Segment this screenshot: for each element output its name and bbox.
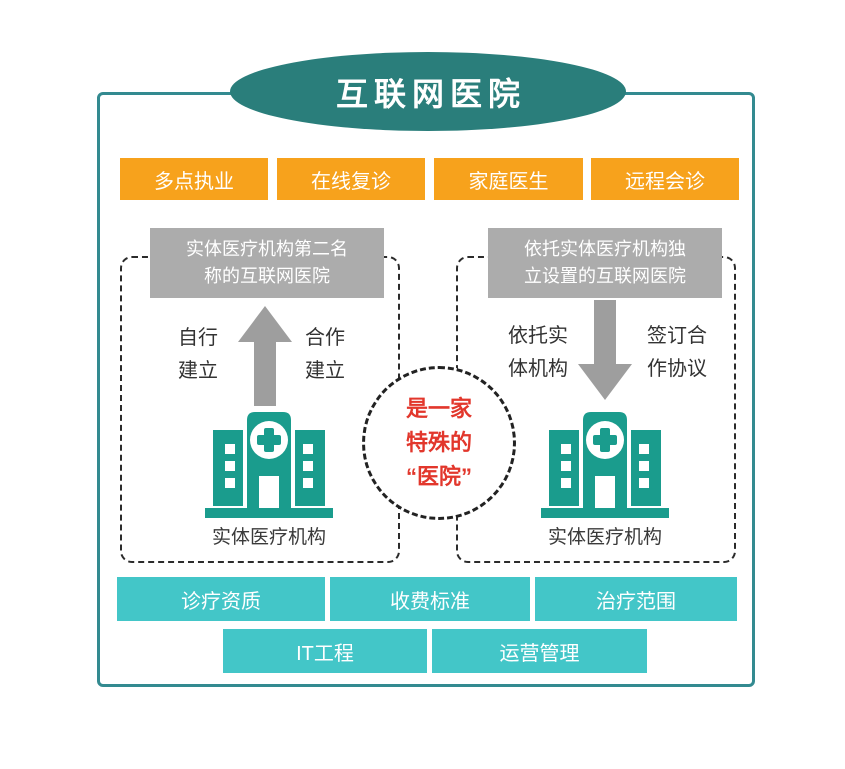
req-label: 收费标准 [390,590,470,613]
right-branch-header-text: 依托实体医疗机构独立设置的互联网医院 [524,239,686,286]
tag-label: 多点执业 [154,170,234,193]
tag-family-doctor: 家庭医生 [434,158,583,200]
req-label: IT工程 [296,642,354,665]
center-note-line: 特殊的 [405,429,472,455]
req-label: 诊疗资质 [181,590,261,613]
tag-label: 远程会诊 [625,170,705,193]
left-entity-label: 实体医疗机构 [211,527,326,548]
left-branch-right-label: 合作建立 [305,327,345,382]
right-entity-label: 实体医疗机构 [547,527,662,548]
center-note-line: “医院” [405,464,472,490]
tag-label: 在线复诊 [311,170,391,193]
req-label: 运营管理 [499,642,580,665]
tag-label: 家庭医生 [468,170,549,193]
tag-online-follow-up: 在线复诊 [277,158,425,200]
center-note-circle: 是一家 特殊的 “医院” [362,366,516,520]
req-operation-management: 运营管理 [432,629,647,673]
left-branch-header-text: 实体医疗机构第二名称的互联网医院 [186,239,348,286]
center-note-line: 是一家 [405,395,472,421]
hospital-icon [541,412,669,518]
left-branch-header: 实体医疗机构第二名称的互联网医院 [150,228,384,298]
right-branch-right-label: 签订合作协议 [647,325,707,380]
title-ellipse: 互联网医院 [230,52,626,131]
req-it-engineering: IT工程 [223,629,427,673]
req-treatment-scope: 治疗范围 [535,577,737,621]
hospital-icon [205,412,333,518]
req-label: 治疗范围 [596,590,676,613]
req-diagnosis-qualification: 诊疗资质 [117,577,325,621]
tag-multi-site-practice: 多点执业 [120,158,268,200]
right-branch-header: 依托实体医疗机构独立设置的互联网医院 [488,228,722,298]
right-branch-left-label: 依托实体机构 [508,325,568,380]
left-branch-left-label: 自行建立 [178,327,218,382]
req-fee-standard: 收费标准 [330,577,530,621]
page-title: 互联网医院 [335,75,526,112]
tag-remote-consultation: 远程会诊 [591,158,739,200]
